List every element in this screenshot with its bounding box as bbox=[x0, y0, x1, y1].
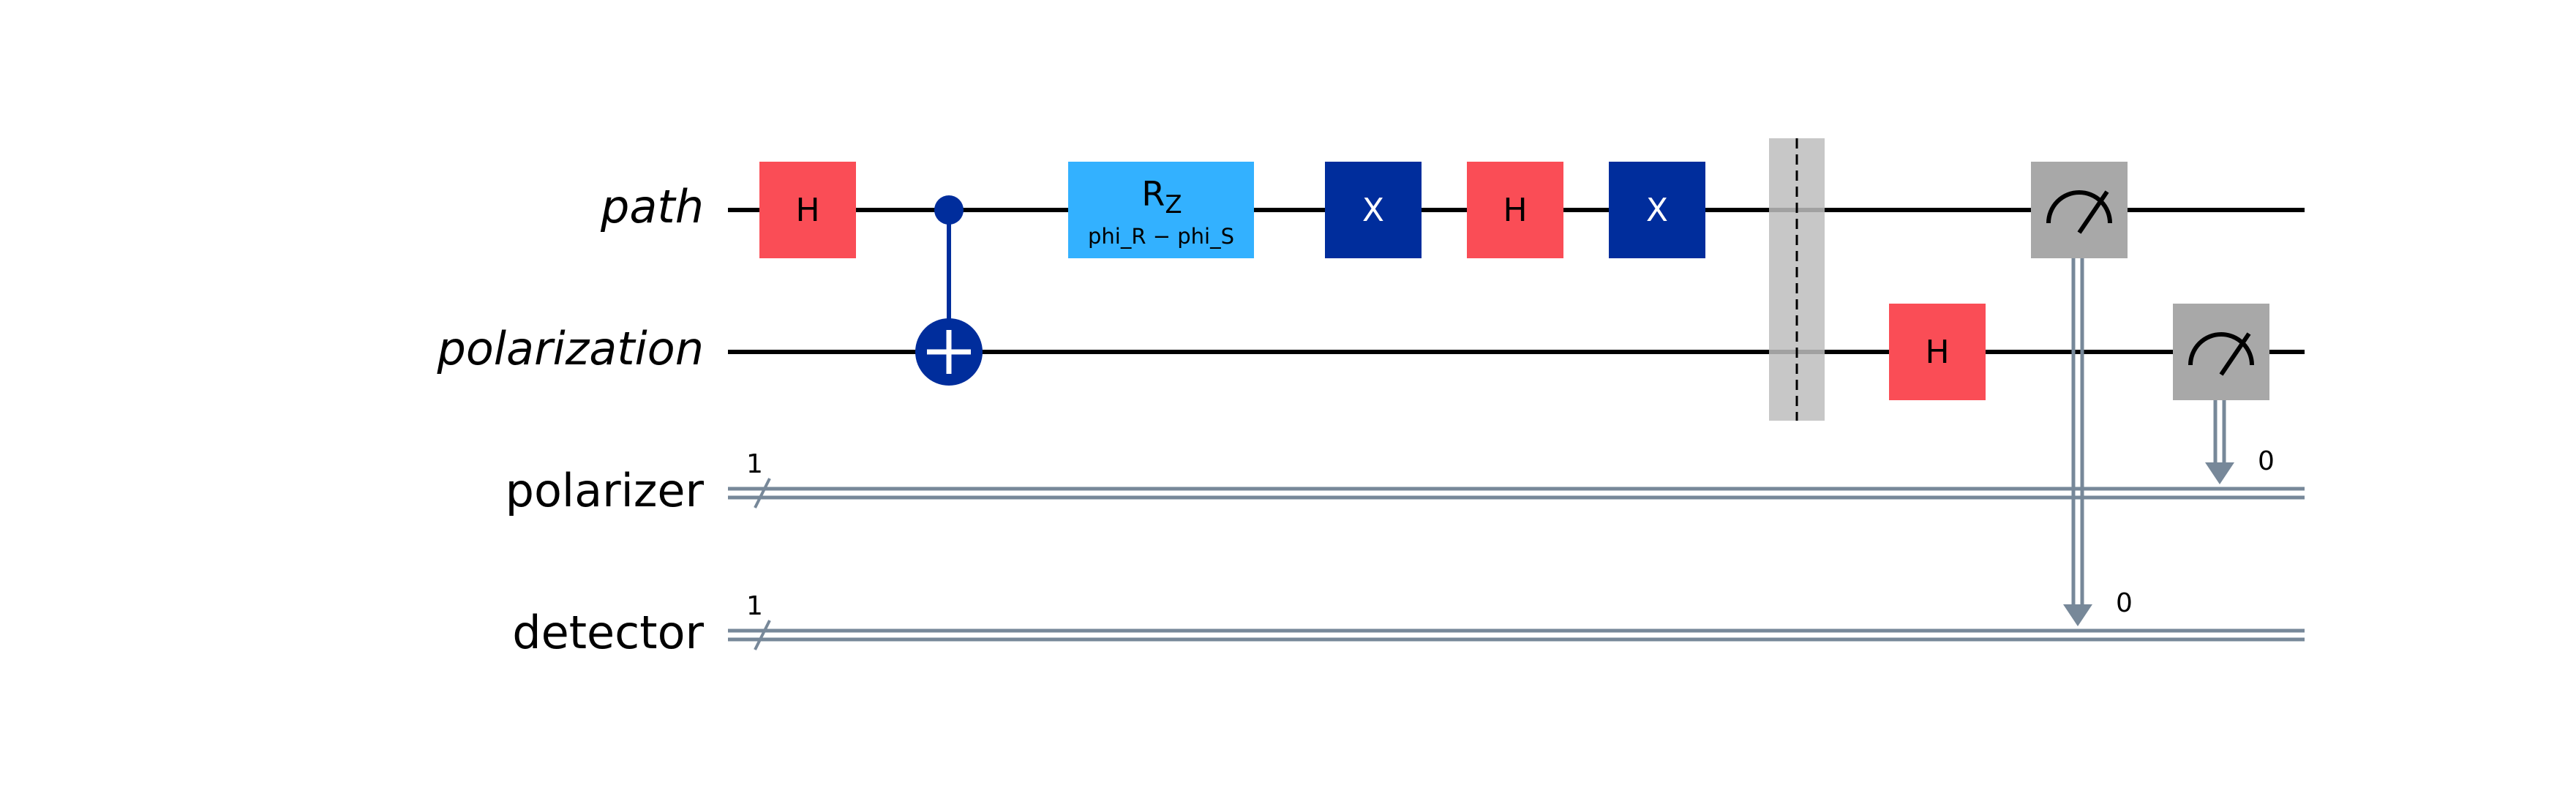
slash-icon bbox=[754, 478, 771, 508]
register-label-path: path bbox=[600, 180, 704, 233]
hadamard-gate-path-2: H bbox=[1467, 162, 1563, 258]
hadamard-gate-path: H bbox=[759, 162, 856, 258]
x-gate-path-1: X bbox=[1325, 162, 1422, 258]
svg-text:RZ: RZ bbox=[1141, 174, 1182, 219]
svg-text:X: X bbox=[1646, 192, 1668, 229]
measure-bit-index-polarizer: 0 bbox=[2258, 446, 2275, 476]
bundle-size-detector: 1 bbox=[746, 591, 763, 621]
svg-text:H: H bbox=[1925, 334, 1949, 371]
x-gate-path-2: X bbox=[1609, 162, 1705, 258]
measure-path-to-detector: 0 bbox=[2031, 162, 2133, 626]
control-dot bbox=[934, 195, 964, 225]
barrier bbox=[1769, 138, 1825, 421]
xor-plus-icon bbox=[915, 318, 983, 386]
cnot-gate bbox=[915, 195, 983, 386]
slash-icon bbox=[754, 620, 771, 650]
measure-polarization-to-polarizer: 0 bbox=[2173, 304, 2275, 484]
svg-text:X: X bbox=[1362, 192, 1384, 229]
classical-wire-polarizer bbox=[728, 487, 2305, 500]
register-label-polarizer: polarizer bbox=[506, 464, 705, 517]
rz-param-label: phi_R − phi_S bbox=[1088, 224, 1234, 249]
svg-text:H: H bbox=[795, 192, 819, 229]
register-label-detector: detector bbox=[512, 606, 704, 659]
rz-gate: RZ phi_R − phi_S bbox=[1068, 162, 1254, 258]
hadamard-gate-polarization: H bbox=[1889, 304, 1986, 400]
register-label-polarization: polarization bbox=[436, 322, 704, 375]
meter-icon bbox=[2188, 332, 2254, 376]
classical-wire-detector bbox=[728, 628, 2305, 642]
meter-icon bbox=[2046, 190, 2112, 234]
bundle-size-polarizer: 1 bbox=[746, 449, 763, 479]
svg-text:H: H bbox=[1503, 192, 1527, 229]
measure-bit-index-detector: 0 bbox=[2116, 588, 2133, 618]
